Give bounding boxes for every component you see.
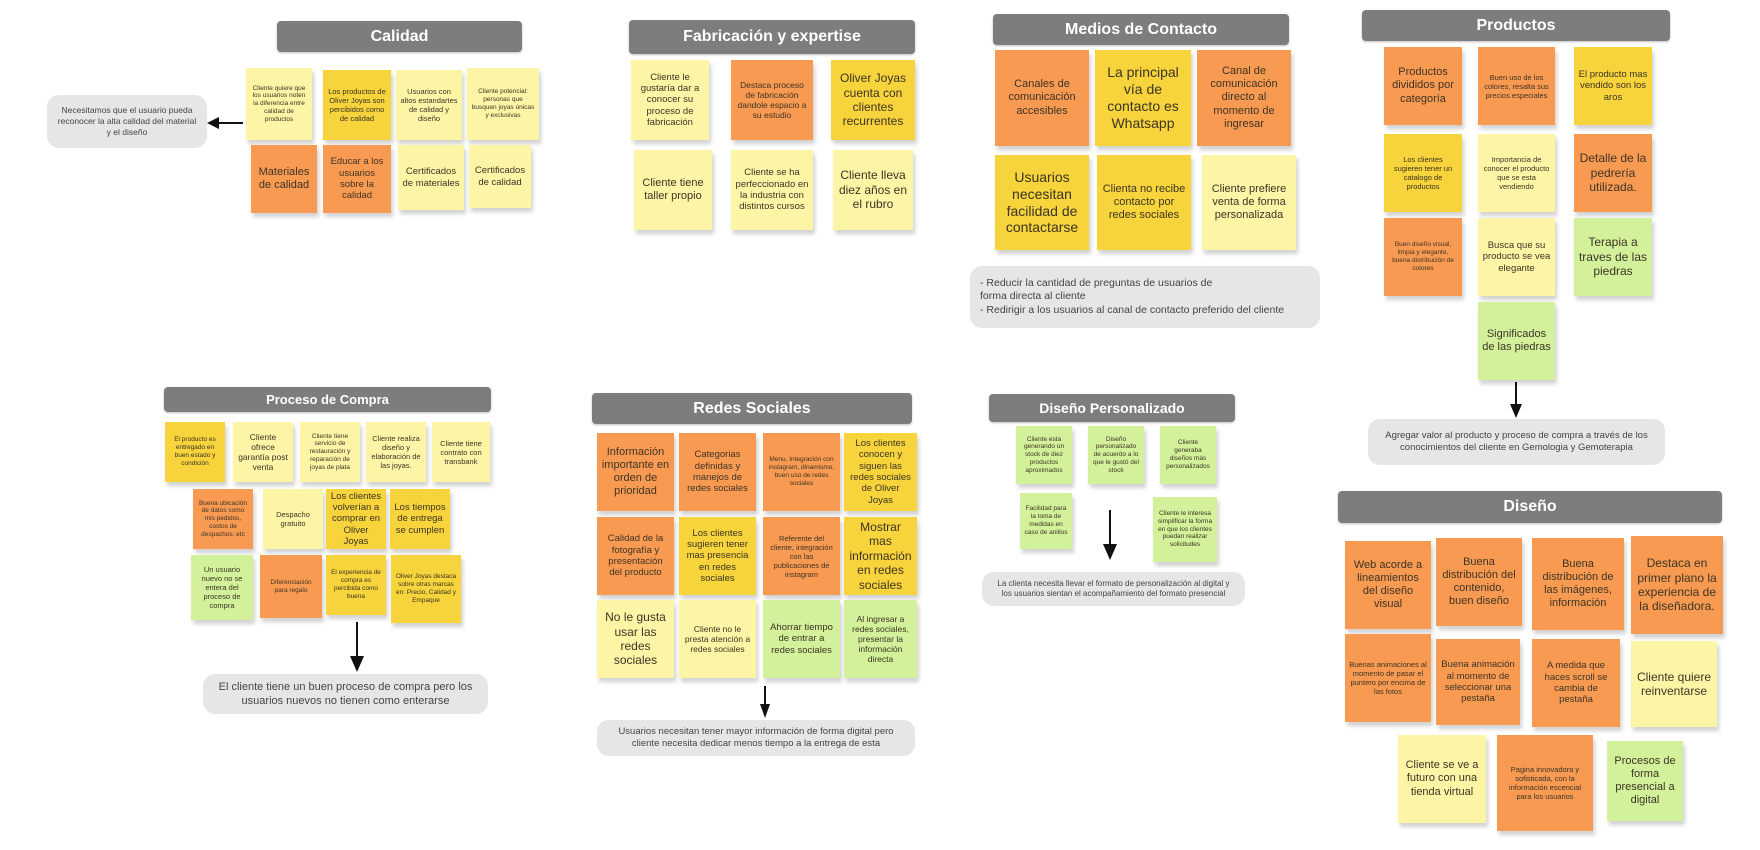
sticky-note[interactable]: Productos divididos por categoría [1384,47,1462,125]
insight-note-medios: - Reducir la cantidad de preguntas de us… [970,266,1320,328]
sticky-note[interactable]: Categorias definidas y manejos de redes … [679,433,756,511]
sticky-note[interactable]: Los clientes conocen y siguen las redes … [844,433,917,511]
sticky-note[interactable]: Un usuario nuevo no se entera del proces… [191,555,253,620]
sticky-note[interactable]: Educar a los usuarios sobre la calidad [323,145,391,213]
sticky-note[interactable]: Al ingresar a redes sociales, presentar … [844,600,917,678]
sticky-note[interactable]: Cliente ofrece garantía post venta [233,422,293,482]
sticky-note[interactable]: Detalle de la pedrería utilizada. [1574,134,1652,212]
sticky-note[interactable]: Facilidad para la toma de medidas en cas… [1020,493,1072,549]
sticky-note[interactable]: Despacho gratuito [263,489,323,549]
sticky-note[interactable]: Buena distribución de las imágenes, info… [1532,538,1624,630]
sticky-note[interactable]: Cliente tiene taller propio [634,150,712,230]
sticky-note[interactable]: Los clientes sugieren tener un catalogo … [1384,134,1462,212]
sticky-note[interactable]: Destaca en primer plano la experiencia d… [1631,536,1723,634]
sticky-note[interactable]: Cliente potencial: personas que busquen … [467,68,539,140]
section-header-fabricacion: Fabricación y expertise [629,20,915,54]
insight-note-productos: Agregar valor al producto y proceso de c… [1368,419,1665,465]
sticky-note[interactable]: Terapia a traves de las piedras [1574,218,1652,296]
arrow-left-icon [207,117,243,129]
sticky-note[interactable]: Certificados de materiales [398,145,464,210]
sticky-note[interactable]: Cliente realiza diseño y elaboración de … [366,422,426,482]
sticky-note[interactable]: Materiales de calidad [251,145,317,213]
sticky-note[interactable]: Referente del cliente, integración con l… [763,517,840,595]
sticky-note[interactable]: Busca que su producto se vea elegante [1478,218,1555,296]
sticky-note[interactable]: Oliver Joyas destaca sobre otras marcas … [391,555,461,623]
sticky-note[interactable]: Diferenciación para regalo [260,555,322,618]
sticky-note[interactable]: A medida que haces scroll se cambia de p… [1532,639,1620,727]
sticky-note[interactable]: Destaca proceso de fabricación dandole e… [731,60,813,140]
sticky-note[interactable]: Mostrar mas información en redes sociale… [844,517,917,595]
section-header-redes: Redes Sociales [592,393,912,424]
insight-note-compra: El cliente tiene un buen proceso de comp… [203,674,488,714]
section-header-productos: Productos [1362,10,1670,41]
arrow-down-icon [760,686,770,718]
arrow-down-icon [350,622,364,672]
sticky-note[interactable]: Información importante en orden de prior… [597,433,674,511]
sticky-note[interactable]: Cliente esta generando un stock de diez … [1016,426,1072,484]
sticky-note[interactable]: Cliente se ha perfeccionado en la indust… [731,150,813,230]
sticky-note[interactable]: Cliente lleva diez años en el rubro [833,150,913,230]
sticky-note[interactable]: Cliente le gustaría dar a conocer su pro… [631,60,709,140]
sticky-note[interactable]: Cliente prefiere venta de forma personal… [1202,155,1296,250]
sticky-note[interactable]: Cliente se ve a futuro con una tienda vi… [1398,735,1486,823]
sticky-note[interactable]: Cliente quiere que los usuarios noten la… [246,68,312,140]
sticky-note[interactable]: Cliente tiene servicio de restauración y… [300,422,360,482]
sticky-note[interactable]: Buen diseño visual, limpia y elegante, b… [1384,218,1462,296]
sticky-note[interactable]: Importancia de conocer el producto que s… [1478,134,1555,212]
section-header-diseno: Diseño [1338,491,1722,523]
sticky-note[interactable]: Menu, Integración con instagram, dinamis… [763,433,840,511]
sticky-note[interactable]: Procesos de forma presencial a digital [1607,741,1683,821]
insight-note-personalizado: La clienta necesita llevar el formato de… [982,572,1245,606]
sticky-note[interactable]: Certificados de calidad [469,145,531,208]
sticky-note[interactable]: Buena animación al momento de selecciona… [1436,639,1520,725]
sticky-note[interactable]: El experiencia de compra es percibida co… [326,555,386,615]
sticky-note[interactable]: No le gusta usar las redes sociales [597,600,674,678]
sticky-note[interactable]: Oliver Joyas cuenta con clientes recurre… [831,60,915,140]
sticky-note[interactable]: Los productos de Oliver Joyas son percib… [323,70,391,140]
sticky-note[interactable]: Cliente le interesa simplificar la forma… [1153,497,1217,562]
arrow-down-icon [1510,382,1522,418]
sticky-note[interactable]: Canales de comunicación accesibles [995,50,1089,146]
sticky-note[interactable]: Cliente generaba diseños más personaliza… [1160,426,1216,484]
sticky-note[interactable]: Web acorde a lineamientos del diseño vis… [1345,541,1431,629]
sticky-note[interactable]: Los clientes volverían a comprar en Oliv… [326,489,386,549]
section-header-compra: Proceso de Compra [164,387,491,412]
section-header-medios: Medios de Contacto [993,14,1289,45]
sticky-note[interactable]: Significados de las piedras [1478,302,1555,380]
sticky-note[interactable]: Los tiempos de entrega se cumplen [390,489,450,549]
sticky-note[interactable]: Ahorrar tiempo de entrar a redes sociale… [763,600,840,678]
sticky-note[interactable]: Calidad de la fotografía y presentación … [597,517,674,595]
insight-note-calidad: Necesitamos que el usuario pueda reconoc… [47,95,207,148]
sticky-note[interactable]: Diseño personalizado de acuerdo a lo que… [1088,426,1144,484]
sticky-note[interactable]: El producto es entregado en buen estado … [165,422,225,482]
sticky-note[interactable]: Canal de comunicación directo al momento… [1197,50,1291,146]
section-header-calidad: Calidad [277,21,522,52]
sticky-note[interactable]: Cliente quiere reinventarse [1631,641,1717,727]
sticky-note[interactable]: La principal vía de contacto es Whatsapp [1095,50,1191,146]
sticky-note[interactable]: Buenas animaciones al momento de pasar e… [1345,634,1431,722]
sticky-note[interactable]: Cliente tiene contrato con transbank [432,422,490,482]
sticky-note[interactable]: Clienta no recibe contacto por redes soc… [1097,155,1191,250]
sticky-note[interactable]: Usuarios necesitan facilidad de contacta… [995,155,1089,250]
sticky-note[interactable]: Buena ubicación de datos como mis pedido… [193,489,253,549]
sticky-note[interactable]: Pagina innovadora y sofisticada, con la … [1497,735,1593,831]
sticky-note[interactable]: El producto mas vendido son los aros [1574,47,1652,125]
arrow-down-icon [1103,510,1117,560]
sticky-note[interactable]: Cliente no le presta atención a redes so… [679,600,756,678]
section-header-personalizado: Diseño Personalizado [989,394,1235,422]
sticky-note[interactable]: Usuarios con altos estandartes de calida… [396,70,462,140]
sticky-note[interactable]: Buen uso de los colores, resalta sus pre… [1478,47,1555,125]
sticky-note[interactable]: Buena distribución del contenido, buen d… [1436,538,1522,626]
sticky-note[interactable]: Los clientes sugieren tener mas presenci… [679,517,756,595]
insight-note-redes: Usuarios necesitan tener mayor informaci… [597,720,915,756]
